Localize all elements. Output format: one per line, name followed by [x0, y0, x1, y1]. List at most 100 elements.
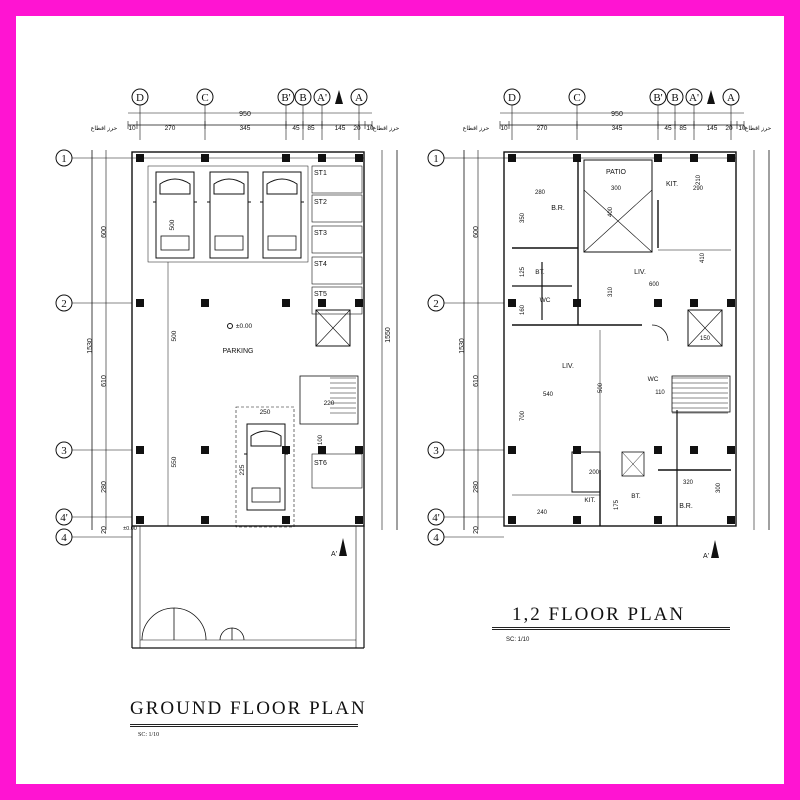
room-bedroom-1: B.R. — [551, 205, 565, 212]
entrance-level: ±0.00 — [123, 526, 137, 532]
room-patio: PATIO — [606, 169, 627, 176]
section-marker-icon — [339, 538, 347, 556]
right-axis-A-label: A — [727, 92, 735, 104]
gate-swing-icon — [173, 607, 207, 641]
room-dim: 290 — [693, 186, 704, 192]
room-dim: 350 — [520, 212, 526, 223]
right-column — [690, 446, 698, 454]
storage-label-ST6: ST6 — [314, 460, 327, 467]
storage-label-ST5: ST5 — [314, 291, 327, 298]
room-bath-1: BT. — [535, 269, 545, 276]
right-span-dim: 345 — [612, 125, 623, 132]
right-axis-D-label: D — [508, 92, 516, 104]
left-span-dim: 345 — [240, 125, 251, 132]
car-windshield-icon — [250, 430, 282, 447]
right-column — [690, 154, 698, 162]
room-dim: 240 — [537, 510, 548, 516]
left-height-dim: 20 — [101, 526, 108, 534]
left-axis-Ap-label: A' — [317, 92, 327, 104]
room-dim: 280 — [535, 190, 546, 196]
right-column — [654, 516, 662, 524]
right-north-marker-icon — [707, 90, 715, 104]
room-dim: 160 — [520, 304, 526, 315]
right-height-dim: 280 — [473, 481, 480, 493]
right-column — [573, 446, 581, 454]
right-axis-Bp-label: B' — [653, 92, 662, 104]
level-marker-icon — [227, 323, 233, 329]
room-dim: 310 — [608, 286, 614, 297]
left-column — [136, 154, 144, 162]
right-span-dim: 20 — [725, 125, 733, 132]
storage-label-ST4: ST4 — [314, 261, 327, 268]
left-column — [136, 516, 144, 524]
patio-dim: 400 — [608, 206, 614, 217]
room-dim: 300 — [716, 482, 722, 493]
room-living-1: LIV. — [634, 269, 646, 276]
right-column — [573, 516, 581, 524]
right-row-4-label: 4 — [433, 532, 439, 544]
right-height-dim: 600 — [473, 226, 480, 238]
parking-label: PARKING — [223, 348, 254, 355]
right-column — [654, 446, 662, 454]
right-column — [508, 154, 516, 162]
door-swing-icon — [231, 627, 245, 641]
left-boundary-note-right: حرز اقطاع — [373, 125, 400, 132]
left-row-2-label: 2 — [61, 298, 67, 310]
stair-dim: 100 — [318, 434, 324, 445]
right-span-dim: 85 — [679, 125, 687, 132]
right-span-dim: 145 — [707, 125, 718, 132]
right-span-dim: 45 — [664, 125, 672, 132]
room-dim: 600 — [649, 282, 660, 288]
right-column — [727, 446, 735, 454]
right-outer-wall — [503, 151, 737, 527]
car-rear-window-icon — [251, 487, 281, 503]
storage-label-ST3: ST3 — [314, 230, 327, 237]
room-dim: 125 — [520, 266, 526, 277]
room-dim: 200 — [589, 470, 600, 476]
room-wc-2: WC — [648, 376, 659, 383]
section-marker-label: A' — [703, 553, 709, 560]
right-row-2-label: 2 — [433, 298, 439, 310]
section-marker-icon — [711, 540, 719, 558]
storage-unit — [311, 194, 363, 223]
left-axis-B-label: B — [299, 92, 306, 104]
left-axis-Bp-label: B' — [281, 92, 290, 104]
parking-dim: 500 — [171, 330, 178, 341]
room-dim: 210 — [696, 174, 702, 185]
car-rear-window-icon — [214, 235, 244, 251]
left-axis-A-label: A — [355, 92, 363, 104]
room-dim: 110 — [655, 390, 665, 396]
storage-unit — [311, 256, 363, 285]
left-height-dim: 610 — [101, 375, 108, 387]
left-column — [318, 299, 326, 307]
right-boundary-note-right: حرز اقطاع — [745, 125, 772, 132]
right-row-1-label: 1 — [433, 153, 439, 165]
room-bedroom-2: B.R. — [679, 503, 693, 510]
left-span-dim: 85 — [307, 125, 315, 132]
left-column — [282, 154, 290, 162]
right-span-dim: 10 — [500, 125, 508, 132]
floor12-title-underline — [492, 627, 730, 630]
room-dim: 700 — [520, 410, 526, 421]
duct-cross — [621, 451, 645, 477]
car-body-icon — [155, 171, 195, 259]
floor12-scale-label: SC: 1/10 — [506, 637, 530, 643]
right-span-dim: 270 — [537, 125, 548, 132]
left-span-dim: 20 — [353, 125, 361, 132]
left-row-3-label: 3 — [61, 445, 67, 457]
ground-title-underline — [130, 724, 358, 727]
left-column — [355, 154, 363, 162]
left-column — [201, 516, 209, 524]
left-column — [201, 446, 209, 454]
room-bath-2: BT. — [631, 493, 641, 500]
left-height-dim: 280 — [101, 481, 108, 493]
left-boundary-note-left: حرز اقطاع — [91, 125, 118, 132]
left-column — [355, 299, 363, 307]
parking-bay-dashed — [235, 406, 295, 528]
left-column — [355, 446, 363, 454]
duct — [621, 451, 645, 477]
right-axis-B-label: B — [671, 92, 678, 104]
left-column — [136, 299, 144, 307]
